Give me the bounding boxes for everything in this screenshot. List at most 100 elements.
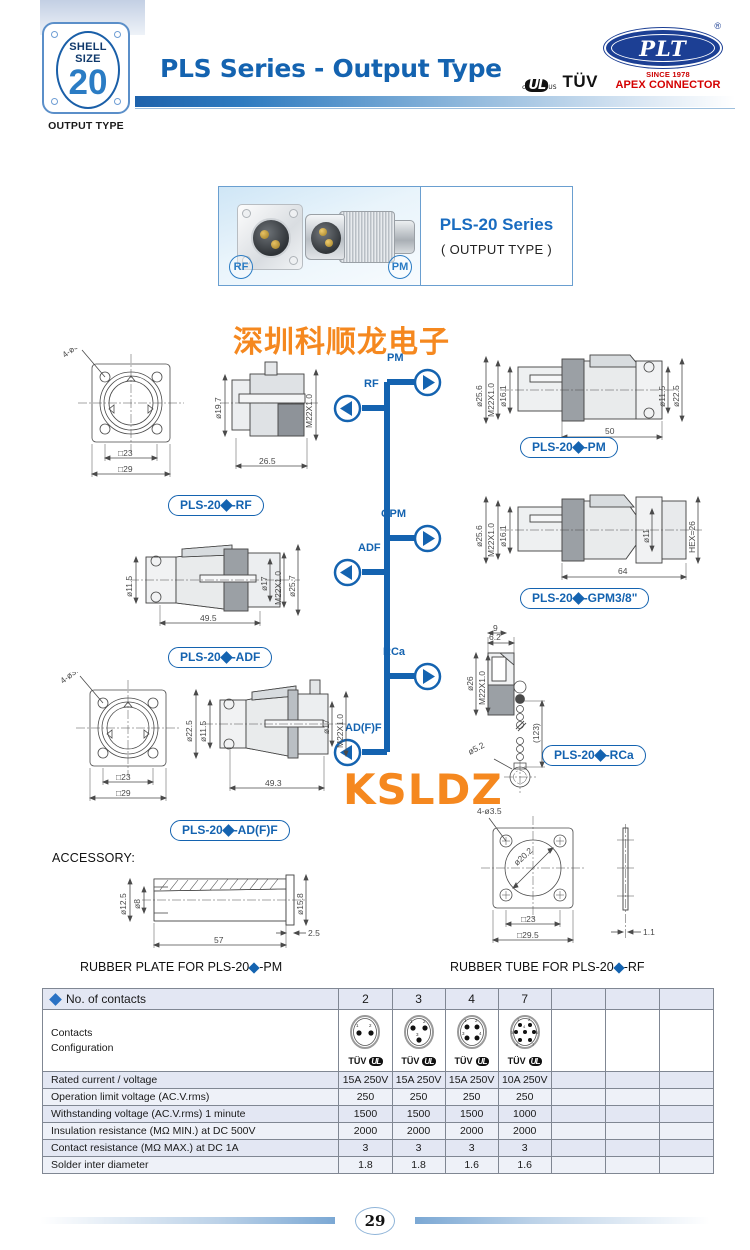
empty-column-cell: [658, 1088, 715, 1106]
caption-rubber-plate: RUBBER PLATE FOR PLS-20-PM: [80, 960, 283, 974]
empty-column-cell: [604, 1105, 660, 1123]
shell-badge-caption: OUTPUT TYPE: [48, 120, 124, 132]
table-row: Insulation resistance (MΩ MIN.) at DC 50…: [41, 1122, 715, 1140]
dim-adff-3: ø17: [321, 719, 331, 734]
dim-plate-2: ø15.8: [295, 893, 305, 915]
product-subtitle: ( OUTPUT TYPE ): [441, 242, 552, 257]
page-number: 29: [355, 1207, 395, 1235]
row-value: 2000: [338, 1122, 393, 1140]
empty-column-cell: [604, 1088, 660, 1106]
svg-text:1: 1: [517, 1017, 520, 1022]
row-value: 2000: [391, 1122, 446, 1140]
svg-text:1: 1: [356, 1023, 359, 1028]
accessory-title: ACCESSORY:: [52, 851, 136, 865]
dim-adff-4: M22X1.0: [335, 714, 345, 748]
contact-count-cell: 2: [338, 988, 393, 1010]
specifications-table: No. of contacts 2 3 4 7 Contacts Configu…: [41, 988, 715, 1174]
header-accent-bar: [135, 96, 735, 107]
row-value: 15A 250V: [391, 1071, 446, 1089]
row-label: Operation limit voltage (AC.V.rms): [41, 1088, 340, 1106]
flow-node-rca[interactable]: [413, 662, 442, 691]
empty-column-cell: [604, 988, 660, 1010]
drawing-adff: 4-ø3.2 □23 □29 ø22.5 ø11.5 ø17 M22X1.0 4…: [60, 672, 360, 812]
dim-gpm-3: ø11: [641, 529, 651, 543]
badge-hole-icon: [114, 98, 121, 105]
flow-label-adf: ADF: [358, 542, 381, 554]
row-label: Rated current / voltage: [41, 1071, 340, 1089]
ul-icon: UL: [528, 1056, 542, 1066]
flow-node-gpm[interactable]: [413, 524, 442, 553]
row-label: Contact resistance (MΩ MAX.) at DC 1A: [41, 1139, 340, 1157]
diamond-icon: [49, 993, 62, 1006]
svg-text:1: 1: [464, 1018, 467, 1023]
diamond-icon: [593, 749, 607, 762]
row-value: 250: [497, 1088, 552, 1106]
contact-configuration-row: Contacts Configuration 1 2: [41, 1009, 715, 1072]
product-showcase-box: RF PM PLS-20 Series ( OUTPUT TYPE ): [218, 186, 573, 286]
flow-node-pm[interactable]: [413, 368, 442, 397]
row-value: 3: [391, 1139, 446, 1157]
dim-rca-0: 9: [493, 625, 498, 633]
flange-hole-icon: [242, 209, 251, 218]
dim-plate-0: ø12.5: [118, 893, 128, 915]
shell-size-badge: SHELL SIZE 20: [42, 22, 130, 114]
empty-column-cell: [550, 1156, 606, 1174]
plt-logo: PLT ® SINCE 1978 APEX CONNECTOR: [604, 21, 732, 91]
row-value: 15A 250V: [444, 1071, 499, 1089]
drawing-adf: ø11.5 ø17 M22X1.0 ø25.7 49.5: [90, 535, 360, 640]
empty-column-cell: [658, 988, 715, 1010]
flow-label-pm: PM: [387, 352, 404, 364]
header-rule: [135, 108, 735, 109]
logo-company-name: APEX CONNECTOR: [615, 79, 721, 91]
plt-logo-inner-ring: [611, 34, 715, 62]
dim-adff-6: □29: [116, 788, 131, 798]
connector-bore: [251, 218, 291, 258]
photo-badge-pm: PM: [388, 255, 412, 279]
ul-icon: UL: [422, 1056, 436, 1066]
empty-column-cell: [604, 1139, 660, 1157]
empty-column-cell: [604, 1156, 660, 1174]
dim-rca-2: ø26: [465, 676, 475, 691]
product-label-panel: PLS-20 Series ( OUTPUT TYPE ): [421, 187, 572, 285]
footer-bar-right: [415, 1217, 710, 1224]
flow-node-rf[interactable]: [333, 394, 362, 423]
row-value: 3: [497, 1139, 552, 1157]
dim-adf-0: ø11.5: [124, 576, 134, 597]
row-value: 1.8: [338, 1156, 393, 1174]
contact-layout-3pin: 1 2 3: [403, 1015, 434, 1049]
table-header-row: No. of contacts 2 3 4 7: [41, 988, 715, 1010]
config-label-line2: Configuration: [51, 1041, 114, 1054]
caption-rubber-tube: RUBBER TUBE FOR PLS-20-RF: [450, 960, 645, 974]
dim-adff-0: 4-ø3.2: [60, 672, 84, 686]
dim-rf-3: □23: [118, 448, 133, 458]
drawing-gpm: ø25.6 M22X1.0 ø16.1 ø11 HEX=26 64: [440, 485, 730, 595]
cell-cert-marks: TÜV UL: [348, 1056, 383, 1066]
empty-column-cell: [604, 1122, 660, 1140]
contact-pin-icon: [325, 239, 333, 247]
flow-label-rca: RCa: [383, 646, 406, 658]
ul-icon: UL: [475, 1056, 489, 1066]
empty-column-cell: [550, 1071, 606, 1089]
diamond-icon: [613, 962, 625, 974]
svg-text:2: 2: [528, 1017, 531, 1022]
config-cell-7pin: 1 2 4 3 5 6 7 TÜV UL: [497, 1009, 552, 1072]
dim-gpm-0: ø25.6: [474, 525, 484, 547]
dim-rca-1b: 6.2: [489, 632, 501, 642]
table-row: Operation limit voltage (AC.V.rms) 250 2…: [41, 1088, 715, 1106]
dim-gpm-1: M22X1.0: [486, 523, 496, 557]
flow-node-adf[interactable]: [333, 558, 362, 587]
contact-pin-icon: [271, 240, 280, 249]
part-number-pm: PLS-20-PM: [520, 437, 618, 458]
row-value: 3: [338, 1139, 393, 1157]
dim-gpm-2: ø16.1: [498, 525, 508, 547]
dim-rf-1: ø19.7: [213, 397, 223, 419]
photo-badge-rf: RF: [229, 255, 253, 279]
plt-logo-text: PLT: [639, 35, 687, 61]
row-value: 1000: [497, 1105, 552, 1123]
svg-text:3: 3: [511, 1030, 514, 1035]
empty-column-cell: [550, 1139, 606, 1157]
tuv-mark: TÜV: [507, 1056, 526, 1066]
row-value: 2000: [497, 1122, 552, 1140]
dim-rca-4: (123): [531, 723, 541, 743]
empty-column-cell: [658, 1139, 715, 1157]
